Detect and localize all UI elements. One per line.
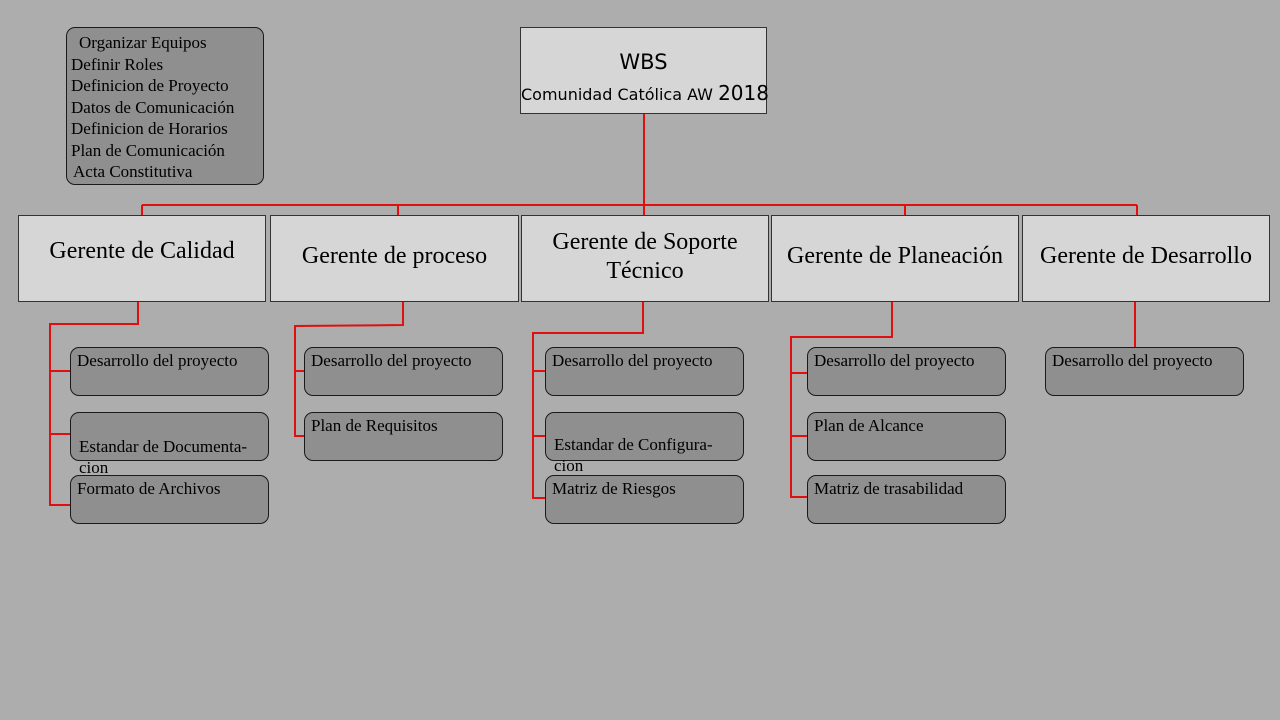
root-year: 2018 <box>718 81 769 105</box>
task-label: Desarrollo del proyecto <box>311 351 472 370</box>
root-subtitle: Comunidad Católica AW <box>521 85 713 104</box>
task-label: Desarrollo del proyecto <box>552 351 713 370</box>
note-item: Organizar Equipos <box>79 33 207 52</box>
manager-label: Gerente de Soporte Técnico <box>552 229 738 284</box>
task-label: Plan de Alcance <box>814 416 924 435</box>
task-label: Desarrollo del proyecto <box>1052 351 1213 370</box>
task-label: Plan de Requisitos <box>311 416 438 435</box>
note-item: Plan de Comunicación <box>71 140 225 160</box>
task-item: Formato de Archivos <box>70 475 269 524</box>
manager-soporte: Gerente de Soporte Técnico <box>521 215 769 302</box>
task-item: Desarrollo del proyecto <box>545 347 744 396</box>
manager-label: Gerente de Planeación <box>787 243 1003 269</box>
task-item: Desarrollo del proyecto <box>1045 347 1244 396</box>
manager-label: Gerente de proceso <box>301 243 488 269</box>
root-subtitle-line: Comunidad Católica AW 2018 <box>521 81 769 105</box>
task-item: Desarrollo del proyecto <box>70 347 269 396</box>
note-item: Acta Constitutiva <box>73 162 193 181</box>
wbs-root-node: WBS Comunidad Católica AW 2018 <box>520 27 769 114</box>
task-item: Plan de Requisitos <box>304 412 503 461</box>
task-label: Matriz de trasabilidad <box>814 479 964 498</box>
task-item: Desarrollo del proyecto <box>807 347 1006 396</box>
manager-proceso: Gerente de proceso <box>270 215 519 302</box>
root-title: WBS <box>619 50 668 74</box>
manager-label: Gerente de Desarrollo <box>1040 243 1252 269</box>
task-item: Estandar de Configura- cion <box>545 412 744 475</box>
task-item: Matriz de trasabilidad <box>807 475 1006 524</box>
task-item: Desarrollo del proyecto <box>304 347 503 396</box>
manager-calidad: Gerente de Calidad <box>18 215 266 302</box>
task-item: Plan de Alcance <box>807 412 1006 461</box>
task-label: Desarrollo del proyecto <box>77 351 238 370</box>
task-label: Formato de Archivos <box>77 479 221 498</box>
note-item: Definicion de Proyecto <box>71 76 229 95</box>
note-item: Definicion de Horarios <box>71 119 228 138</box>
note-item: Datos de Comunicación <box>71 97 235 117</box>
task-label: Estandar de Documenta- cion <box>79 437 248 477</box>
manager-label: Gerente de Calidad <box>49 238 235 264</box>
task-label: Desarrollo del proyecto <box>814 351 975 370</box>
note-item: Definir Roles <box>71 54 164 74</box>
manager-desarrollo: Gerente de Desarrollo <box>1022 215 1270 302</box>
manager-planeacion: Gerente de Planeación <box>771 215 1019 302</box>
task-label: Estandar de Configura- cion <box>554 435 713 475</box>
task-item: Matriz de Riesgos <box>545 475 744 524</box>
task-label: Matriz de Riesgos <box>552 479 676 498</box>
activities-note: Organizar Equipos Definir Roles Definici… <box>66 27 264 185</box>
task-item: Estandar de Documenta- cion <box>70 412 269 477</box>
